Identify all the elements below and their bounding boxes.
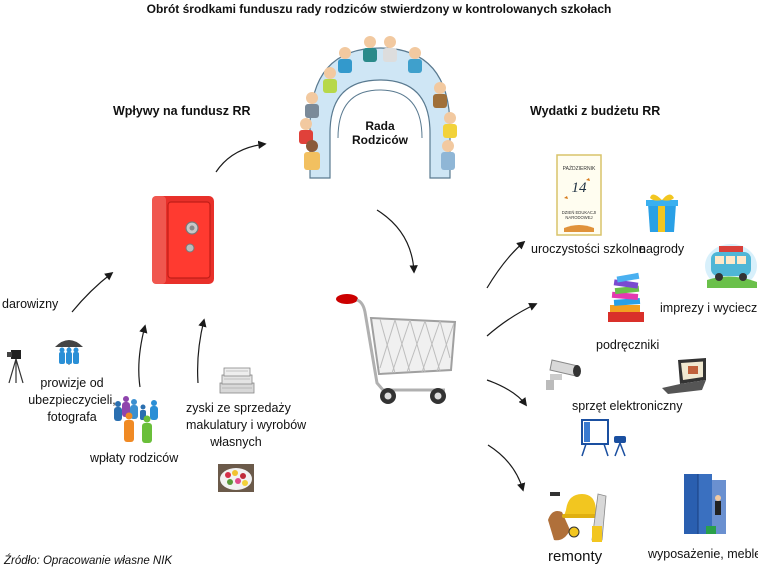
outflow-label-furniture: wyposażenie, meble <box>648 547 758 561</box>
council-members-icon <box>299 36 457 170</box>
tools-icon <box>546 490 608 553</box>
lockers-icon <box>684 472 726 541</box>
arrow-parents-to-safe <box>138 324 148 388</box>
inflow-label-parent-payments: wpłaty rodziców <box>90 451 179 465</box>
inflow-label-commissions: prowizje od ubezpieczycieli, fotografa <box>22 375 122 426</box>
outflow-label-textbooks: podręczniki <box>596 338 660 352</box>
security-camera-icon <box>544 356 584 397</box>
arrow-cart-to-ceremonies <box>486 240 526 289</box>
newspapers-icon <box>218 365 256 400</box>
outflow-label-repairs: remonty <box>548 548 603 565</box>
poster-event-1: DZIEŃ EDUKACJI <box>562 210 596 215</box>
poster-month: PAŹDZIERNIK <box>563 165 596 172</box>
commissions-line-1: prowizje od <box>40 376 104 390</box>
sales-line-3: własnych <box>210 435 262 449</box>
sales-line-2: makulatury i wyrobów <box>186 418 307 432</box>
source-note: Źródło: Opracowanie własne NIK <box>4 555 173 567</box>
arrow-cart-to-electronics <box>486 379 527 407</box>
inflow-label-donations: darowizny <box>2 297 59 311</box>
inflows-heading: Wpływy na fundusz RR <box>113 104 251 118</box>
safe-icon <box>150 192 218 292</box>
commissions-line-2: ubezpieczycieli, <box>28 393 116 407</box>
poster-icon: PAŹDZIERNIK 14 DZIEŃ EDUKACJI NARODOWEJ <box>556 154 602 241</box>
outflow-label-prizes: nagrody <box>639 242 685 256</box>
arrow-donations-to-safe <box>71 271 114 313</box>
laptop-icon <box>662 358 708 401</box>
gift-icon <box>642 190 682 239</box>
shopping-cart-icon <box>335 288 463 415</box>
outflows-heading: Wydatki z budżetu RR <box>530 104 661 118</box>
umbrella-people-icon <box>52 335 86 374</box>
arrow-council-to-cart <box>376 209 418 274</box>
arrow-cart-to-books <box>486 303 538 337</box>
arrow-sales-to-safe <box>197 318 207 384</box>
sales-line-1: zyski ze sprzedaży <box>186 401 291 415</box>
inflow-label-sales: zyski ze sprzedaży makulatury i wyrobów … <box>186 400 307 451</box>
council-label: Rada Rodziców <box>352 119 408 147</box>
arrow-safe-to-council <box>215 140 267 173</box>
books-icon <box>606 270 646 329</box>
parents-council-illustration: Rada Rodziców <box>290 28 470 193</box>
family-icon <box>112 396 160 451</box>
diagram-title: Obrót środkami funduszu rady rodziców st… <box>146 2 612 16</box>
arrow-cart-to-repairs <box>487 444 526 492</box>
food-plate-icon <box>218 464 254 497</box>
outflow-label-ceremonies: uroczystości szkolne <box>531 242 646 256</box>
outflow-label-electronics: sprzęt elektroniczny <box>572 399 683 413</box>
poster-day: 14 <box>572 180 588 196</box>
camera-tripod-icon <box>6 348 24 389</box>
projector-whiteboard-icon <box>580 418 630 463</box>
commissions-line-3: fotografa <box>47 410 97 424</box>
bus-icon <box>703 236 758 296</box>
poster-event-2: NARODOWEJ <box>565 215 592 220</box>
outflow-label-trips: imprezy i wycieczki <box>660 301 758 315</box>
